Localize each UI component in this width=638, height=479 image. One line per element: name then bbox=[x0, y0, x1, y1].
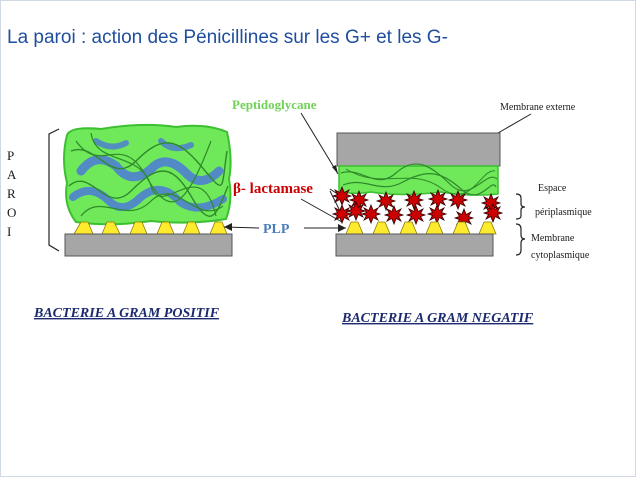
plp-marker bbox=[156, 221, 175, 235]
gram-positive-heading: BACTERIE A GRAM POSITIF bbox=[33, 306, 220, 321]
plp-marker bbox=[399, 221, 418, 235]
gram-negative-heading: BACTERIE A GRAM NEGATIF bbox=[341, 311, 534, 326]
paroi-letter-r: R bbox=[7, 186, 16, 201]
gram-positive-membrane bbox=[64, 233, 233, 257]
slide-title: La paroi : action des Pénicillines sur l… bbox=[7, 27, 448, 48]
espace-label-line1: Espace bbox=[538, 183, 567, 194]
plp-marker bbox=[372, 221, 391, 235]
plp-marker bbox=[478, 221, 497, 235]
gram-positive-peptidoglycan bbox=[63, 123, 232, 226]
paroi-letter-o: O bbox=[7, 205, 16, 220]
plp-marker bbox=[452, 221, 471, 235]
gram-positive-plp-row bbox=[73, 221, 228, 235]
plp-marker bbox=[345, 221, 364, 235]
lactamase-star bbox=[384, 205, 404, 225]
lactamase-star bbox=[406, 205, 426, 225]
gram-negative-plp-row bbox=[345, 221, 497, 235]
membrane-externe-label: Membrane externe bbox=[500, 102, 576, 113]
beta-lactamase-label: β- lactamase bbox=[233, 181, 313, 197]
membrane-label-line1: Membrane bbox=[531, 233, 575, 244]
plp-marker bbox=[425, 221, 444, 235]
plp-label: PLP bbox=[263, 222, 290, 237]
peptidoglycane-label: Peptidoglycane bbox=[232, 97, 317, 112]
gram-negative-peptidoglycan bbox=[338, 163, 499, 196]
lactamase-text: - lactamase bbox=[241, 181, 313, 197]
paroi-letter-a: A bbox=[7, 167, 17, 182]
espace-bracket bbox=[515, 193, 526, 220]
paroi-letter-i: I bbox=[7, 224, 11, 239]
paroi-letter-p: P bbox=[7, 148, 14, 163]
membrane-bracket bbox=[515, 223, 526, 256]
outer-membrane bbox=[336, 132, 501, 167]
paroi-letters: P A R O I bbox=[7, 148, 17, 239]
lactamase-star bbox=[361, 204, 381, 224]
plp-marker bbox=[209, 221, 228, 235]
membrane-label-line2: cytoplasmique bbox=[531, 250, 590, 261]
lactamase-star bbox=[332, 204, 352, 224]
espace-label-line2: périplasmique bbox=[535, 207, 592, 218]
plp-marker bbox=[182, 221, 201, 235]
beta-symbol: β bbox=[233, 181, 241, 197]
lactamase-star bbox=[346, 201, 366, 221]
lactamase-star bbox=[427, 204, 447, 224]
paroi-bracket bbox=[48, 128, 60, 252]
gram-negative-membrane bbox=[335, 233, 494, 257]
